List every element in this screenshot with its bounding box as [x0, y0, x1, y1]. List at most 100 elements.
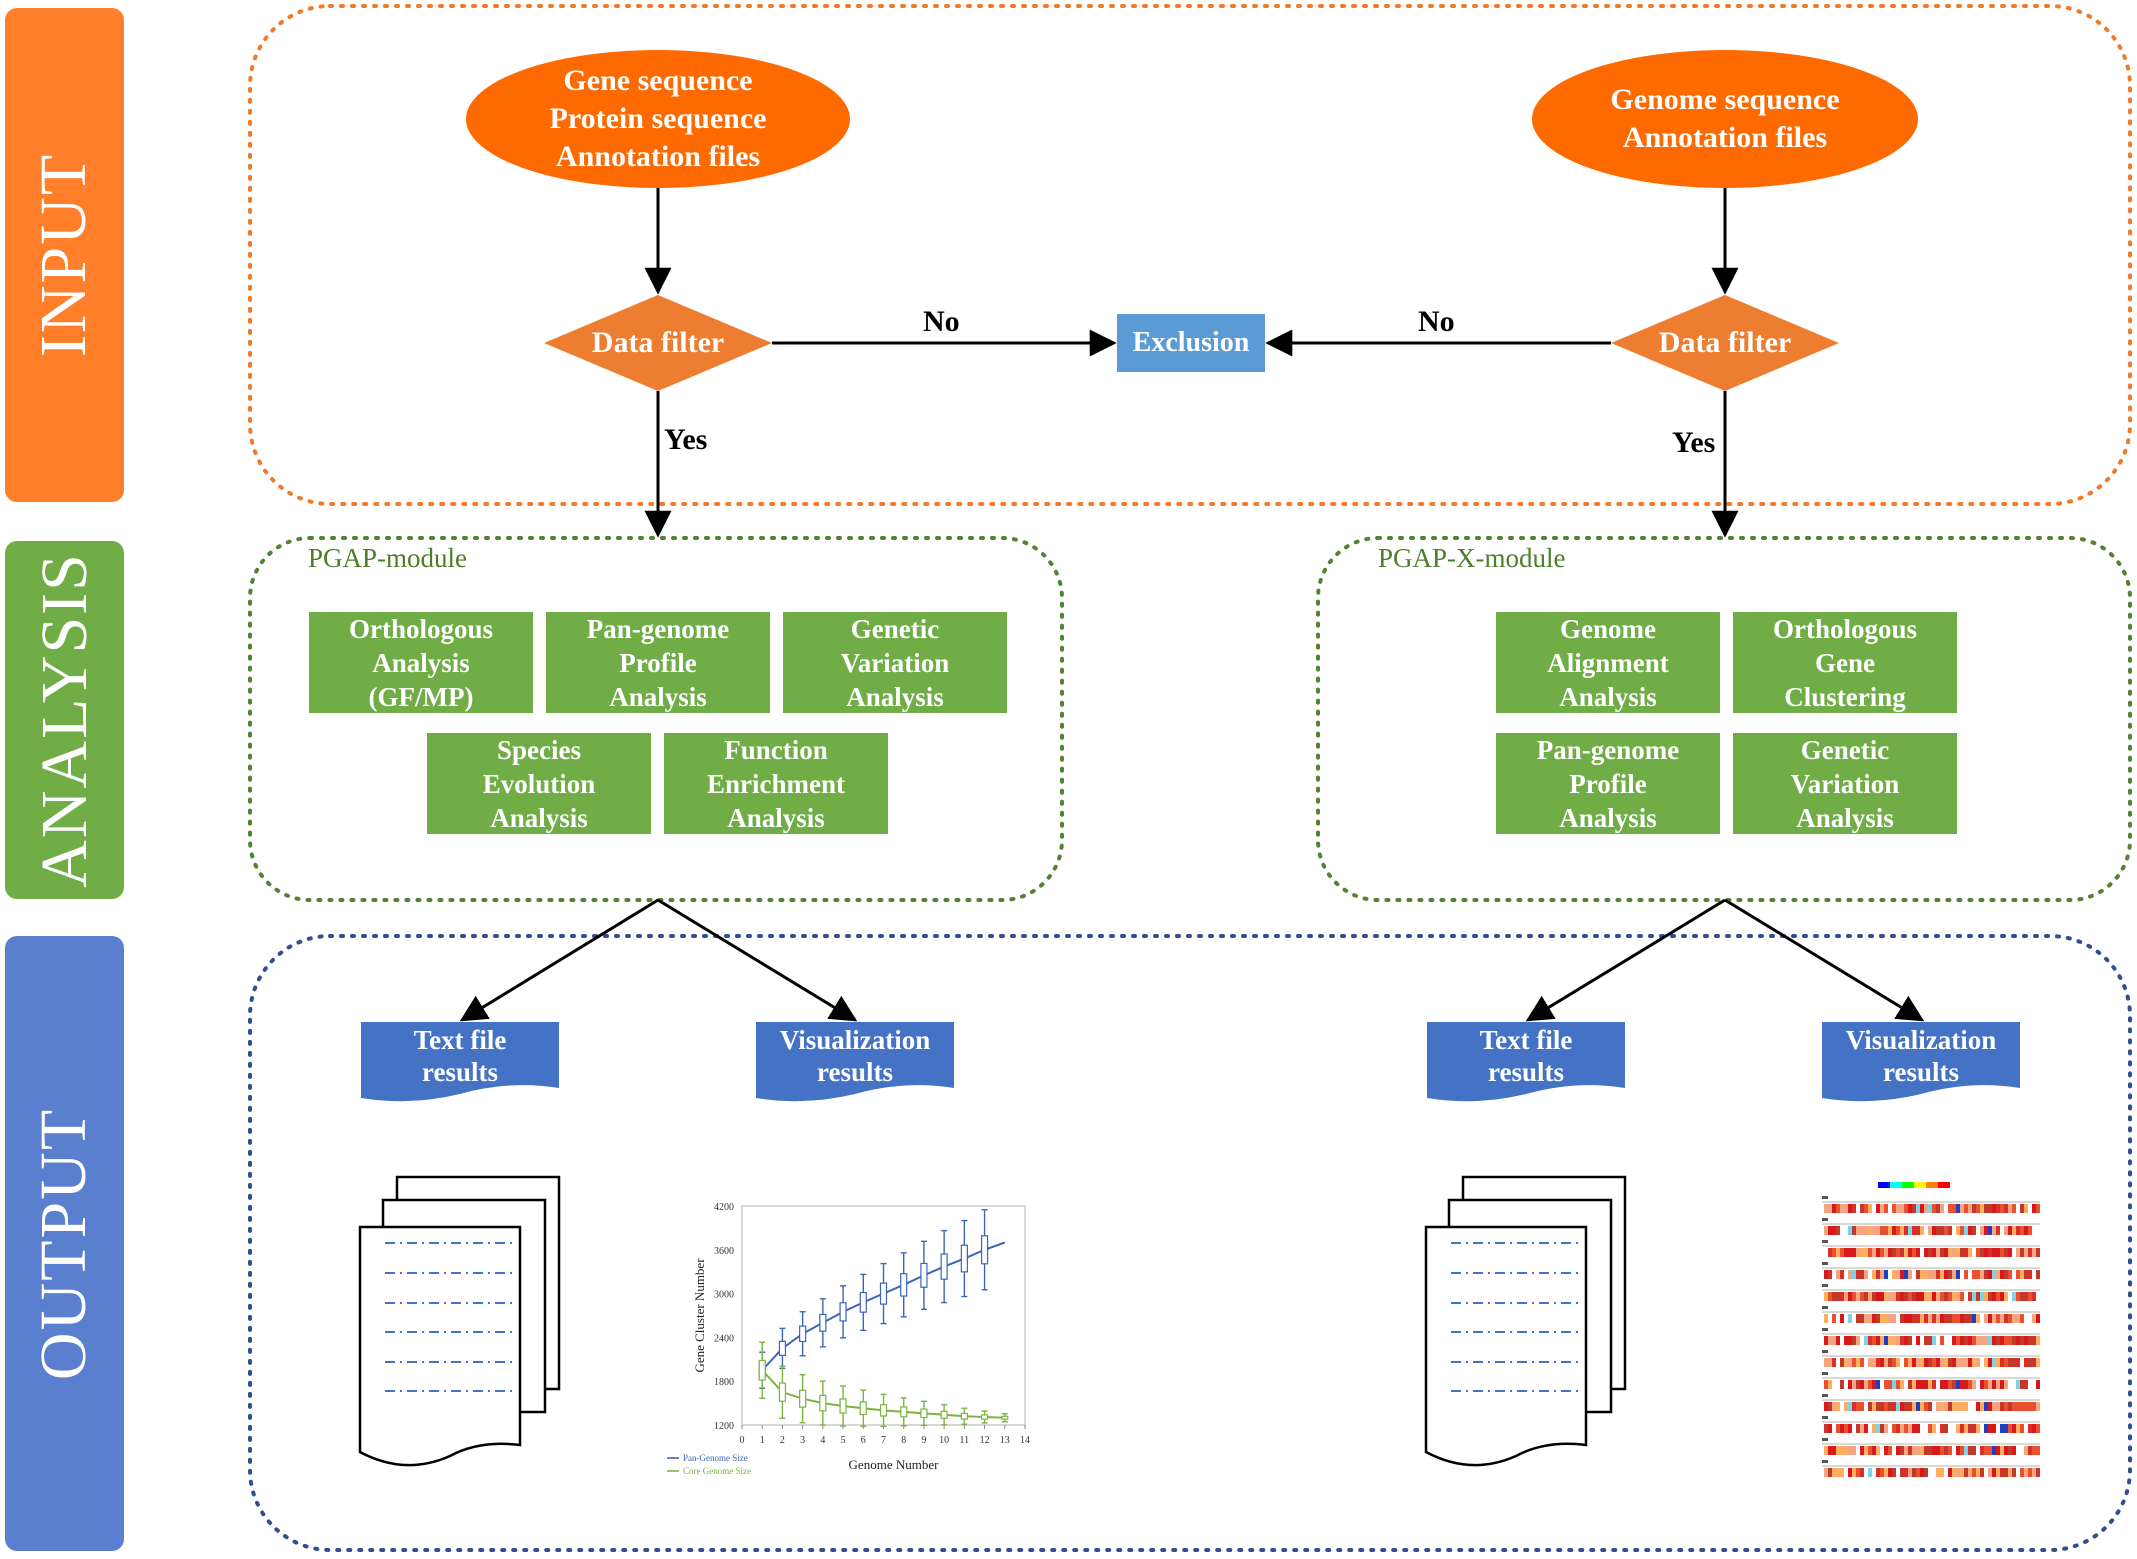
alignment-cell: [2004, 1292, 2008, 1301]
alignment-cell: [1964, 1468, 1968, 1477]
alignment-cell: [1916, 1248, 1920, 1257]
alignment-cell: [1888, 1270, 1892, 1279]
alignment-cell: [1884, 1402, 1888, 1411]
alignment-cell: [2016, 1314, 2020, 1323]
alignment-cell: [1844, 1204, 1848, 1213]
alignment-cell: [1860, 1248, 1864, 1257]
alignment-cell: [2000, 1358, 2004, 1367]
alignment-cell: [2036, 1446, 2040, 1455]
alignment-cell: [1976, 1336, 1980, 1345]
alignment-cell: [1956, 1314, 1960, 1323]
alignment-cell: [1976, 1270, 1980, 1279]
alignment-cell: [2004, 1314, 2008, 1323]
alignment-cell: [1904, 1204, 1908, 1213]
alignment-cell: [1948, 1446, 1952, 1455]
alignment-cell: [1888, 1358, 1892, 1367]
y-tick-label: 3600: [714, 1246, 734, 1257]
alignment-cell: [1868, 1446, 1872, 1455]
alignment-cell: [1900, 1292, 1904, 1301]
alignment-cell: [2016, 1204, 2020, 1213]
alignment-cell: [1876, 1446, 1880, 1455]
alignment-cell: [1864, 1204, 1868, 1213]
alignment-cell: [1940, 1204, 1944, 1213]
alignment-cell: [1832, 1402, 1836, 1411]
alignment-cell: [1844, 1380, 1848, 1389]
alignment-cell: [1916, 1446, 1920, 1455]
alignment-cell: [1872, 1226, 1876, 1235]
alignment-cell: [1940, 1226, 1944, 1235]
alignment-cell: [1940, 1424, 1944, 1433]
alignment-cell: [1968, 1446, 1972, 1455]
alignment-cell: [1940, 1292, 1944, 1301]
x-tick-label: 8: [901, 1435, 906, 1446]
alignment-cell: [1888, 1336, 1892, 1345]
alignment-cell: [1944, 1248, 1948, 1257]
track-label-mark: [1822, 1460, 1828, 1463]
alignment-cell: [1884, 1446, 1888, 1455]
alignment-cell: [1948, 1204, 1952, 1213]
x-tick-label: 7: [881, 1435, 886, 1446]
alignment-cell: [1856, 1446, 1860, 1455]
alignment-cell: [1992, 1468, 1996, 1477]
alignment-cell: [1928, 1424, 1932, 1433]
alignment-cell: [1888, 1424, 1892, 1433]
alignment-cell: [2000, 1380, 2004, 1389]
alignment-cell: [1984, 1248, 1988, 1257]
alignment-cell: [1972, 1468, 1976, 1477]
alignment-cell: [1964, 1446, 1968, 1455]
alignment-cell: [1936, 1424, 1940, 1433]
alignment-cell: [1944, 1380, 1948, 1389]
alignment-cell: [1844, 1248, 1848, 1257]
alignment-cell: [1868, 1380, 1872, 1389]
alignment-cell: [1900, 1204, 1904, 1213]
alignment-cell: [1992, 1226, 1996, 1235]
alignment-cell: [1868, 1336, 1872, 1345]
x-tick-label: 1: [760, 1435, 765, 1446]
alignment-cell: [2036, 1358, 2040, 1367]
alignment-cell: [1832, 1336, 1836, 1345]
alignment-cell: [1896, 1424, 1900, 1433]
alignment-cell: [1988, 1468, 1992, 1477]
alignment-cell: [2020, 1292, 2024, 1301]
alignment-cell: [1836, 1292, 1840, 1301]
x-tick-label: 14: [1020, 1435, 1030, 1446]
alignment-cell: [1952, 1402, 1956, 1411]
alignment-cell: [1856, 1248, 1860, 1257]
alignment-cell: [2028, 1226, 2032, 1235]
alignment-cell: [1876, 1380, 1880, 1389]
alignment-cell: [1844, 1292, 1848, 1301]
alignment-cell: [1928, 1336, 1932, 1345]
alignment-cell: [1972, 1248, 1976, 1257]
alignment-cell: [1860, 1314, 1864, 1323]
alignment-cell: [1824, 1336, 1828, 1345]
alignment-cell: [1908, 1446, 1912, 1455]
track-label-mark: [1822, 1372, 1828, 1375]
alignment-cell: [1884, 1270, 1888, 1279]
alignment-cell: [1880, 1336, 1884, 1345]
alignment-cell: [1896, 1226, 1900, 1235]
alignment-cell: [1984, 1468, 1988, 1477]
alignment-cell: [1888, 1380, 1892, 1389]
data-point-box: [940, 1410, 948, 1419]
alignment-cell: [1996, 1468, 2000, 1477]
alignment-cell: [1864, 1336, 1868, 1345]
alignment-cell: [1928, 1292, 1932, 1301]
alignment-cell: [1952, 1424, 1956, 1433]
alignment-cell: [1876, 1292, 1880, 1301]
alignment-cell: [1844, 1402, 1848, 1411]
alignment-cell: [1872, 1402, 1876, 1411]
alignment-cell: [1856, 1424, 1860, 1433]
alignment-cell: [1892, 1446, 1896, 1455]
alignment-cell: [1988, 1402, 1992, 1411]
alignment-cell: [1836, 1446, 1840, 1455]
alignment-cell: [1840, 1336, 1844, 1345]
data-point-box: [839, 1398, 847, 1414]
alignment-cell: [1832, 1380, 1836, 1389]
output-container: [248, 934, 2132, 1552]
alignment-cell: [1840, 1468, 1844, 1477]
yes-label-right: Yes: [1672, 426, 1716, 459]
alignment-cell: [1840, 1248, 1844, 1257]
alignment-cell: [1860, 1402, 1864, 1411]
alignment-cell: [1920, 1358, 1924, 1367]
alignment-cell: [1972, 1226, 1976, 1235]
